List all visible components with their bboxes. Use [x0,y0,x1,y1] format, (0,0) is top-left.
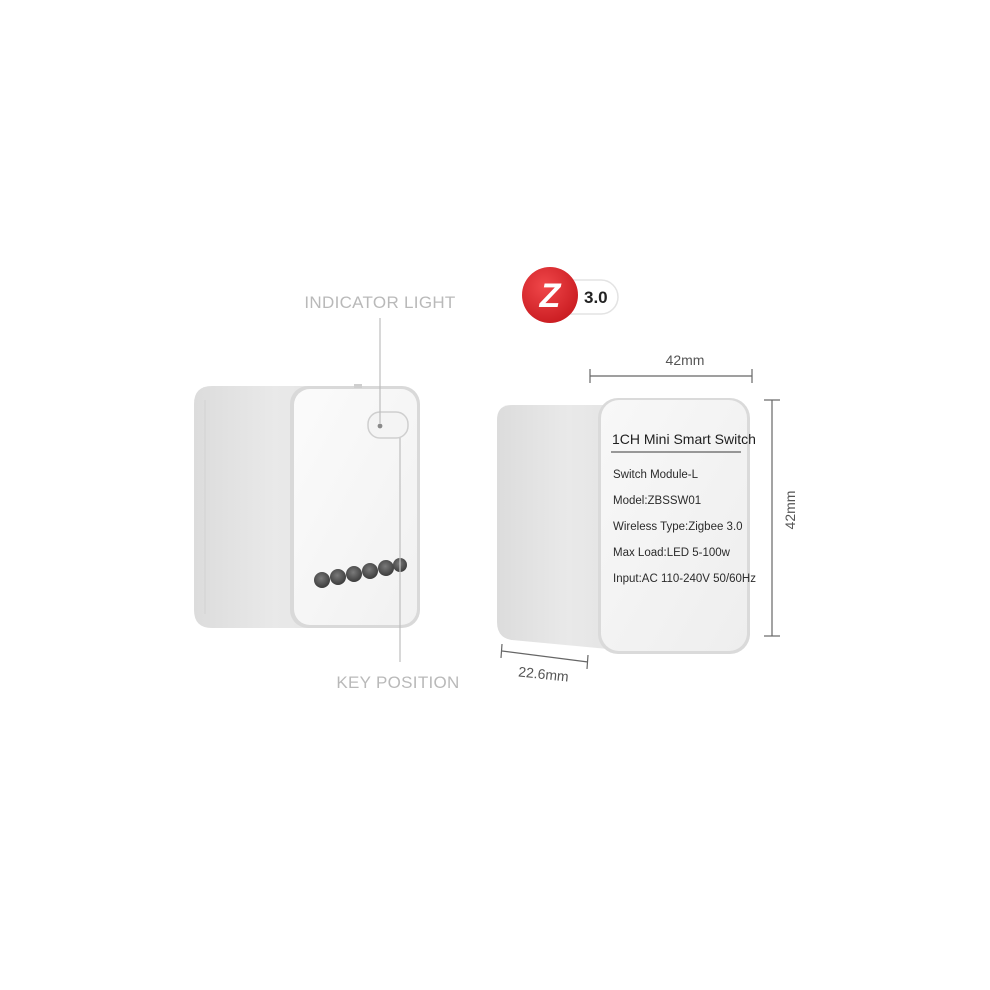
key-position-label: KEY POSITION [336,673,459,692]
width-dimension: 42mm [589,352,753,383]
zigbee-version: 3.0 [584,288,608,307]
label-line: Model:ZBSSW01 [613,495,701,507]
terminal-hole-icon [378,560,394,576]
zigbee-logo-icon [522,267,578,323]
indicator-light-icon [377,423,383,429]
indicator-light-label: INDICATOR LIGHT [304,293,455,312]
zigbee-badge: Z 3.0 [522,267,619,323]
depth-label: 22.6mm [518,663,570,684]
top-notch [354,384,362,388]
terminal-hole-icon [330,569,346,585]
height-dimension: 42mm [764,399,798,637]
label-line: Input:AC 110-240V 50/60Hz [613,573,756,585]
label-title: 1CH Mini Smart Switch [612,431,756,447]
zigbee-logo-letter: Z [539,277,562,315]
terminal-hole-icon [346,566,362,582]
width-label: 42mm [666,352,705,368]
key-button [367,411,409,439]
depth-dimension: 22.6mm [500,643,589,685]
terminal-hole-icon [314,572,330,588]
device-label-view: 1CH Mini Smart Switch Switch Module-L Mo… [497,398,756,654]
label-line: Max Load:LED 5-100w [613,547,731,559]
terminal-holes [314,558,407,588]
height-label: 42mm [782,491,798,530]
device-face [601,400,747,651]
terminal-hole-icon [362,563,378,579]
label-line: Switch Module-L [613,469,699,481]
label-line: Wireless Type:Zigbee 3.0 [613,521,743,533]
device-front-view [194,384,420,628]
